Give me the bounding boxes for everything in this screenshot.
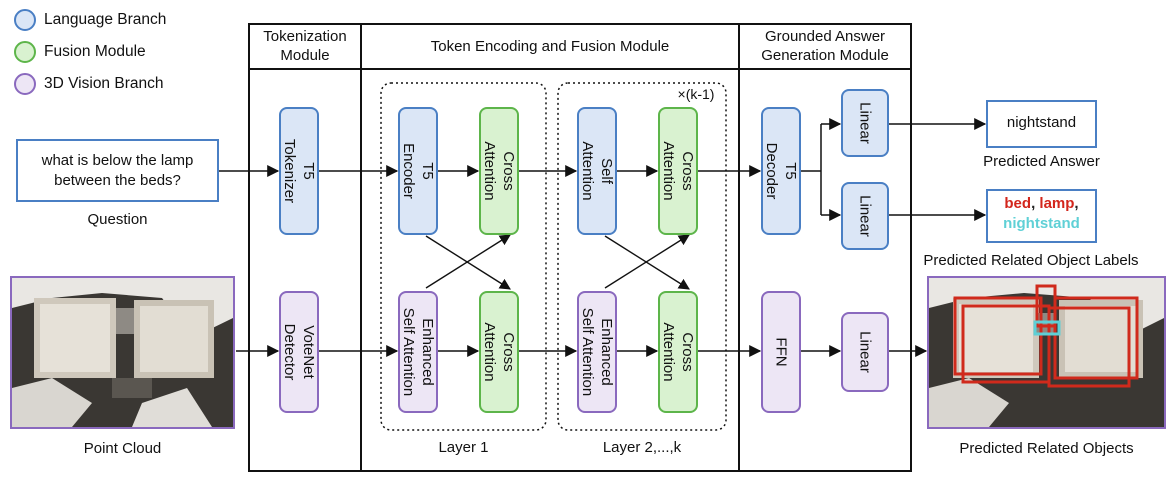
- label-nightstand: nightstand: [1003, 215, 1080, 232]
- section-answer-header: Grounded Answer Generation Module: [739, 27, 911, 65]
- answer-value: nightstand: [1006, 114, 1077, 131]
- layer1-frame: [380, 82, 547, 431]
- linear-block-labels: Linear: [841, 182, 889, 250]
- linear-block-answer: Linear: [841, 89, 889, 157]
- legend-label: Fusion Module: [44, 43, 146, 60]
- label-separator: ,: [1074, 195, 1079, 212]
- block-label: Linear: [856, 331, 874, 373]
- block-label: Linear: [856, 102, 874, 144]
- module-frame: [248, 23, 912, 472]
- block-label: FFN: [772, 337, 790, 367]
- question-box: [16, 139, 219, 202]
- section-tokenization-header: Tokenization Module: [249, 27, 361, 65]
- block-label: Enhanced: [598, 318, 615, 386]
- labels-line-2: nightstand: [987, 214, 1096, 234]
- labels-caption: Predicted Related Object Labels: [923, 252, 1139, 269]
- objects-caption: Predicted Related Objects: [959, 440, 1134, 457]
- block-label: Cross: [679, 151, 696, 191]
- layer2k-frame: [557, 82, 727, 431]
- header-line: Generation Module: [761, 47, 889, 64]
- block-label: Detector: [281, 323, 298, 381]
- header-line: Grounded Answer: [764, 28, 886, 45]
- block-label: T5: [300, 162, 317, 180]
- label-separator: ,: [1031, 195, 1040, 212]
- point-cloud-caption: Point Cloud: [83, 440, 162, 457]
- legend-label: 3D Vision Branch: [44, 75, 164, 92]
- block-label: T5: [782, 162, 799, 180]
- repeat-label: ×(k-1): [677, 86, 715, 102]
- block-label: Self Attention: [579, 307, 596, 397]
- block-label: Cross: [500, 332, 517, 372]
- block-label: Cross: [679, 332, 696, 372]
- point-cloud-scene: [12, 278, 233, 427]
- label-bed: bed: [1004, 195, 1032, 212]
- block-label: Self Attention: [400, 307, 417, 397]
- legend-item-vision: 3D Vision Branch: [14, 72, 163, 96]
- answer-caption: Predicted Answer: [983, 153, 1100, 170]
- legend-dot-purple: [14, 73, 36, 95]
- predicted-objects-scene: [929, 278, 1164, 427]
- labels-output-box: [986, 189, 1097, 243]
- predicted-objects-image: [927, 276, 1166, 429]
- header-line: Module: [280, 47, 330, 64]
- legend-label: Language Branch: [44, 11, 167, 28]
- section-encoding-header: Token Encoding and Fusion Module: [430, 38, 670, 55]
- block-label: Tokenizer: [281, 138, 298, 204]
- ffn-block: FFN: [761, 291, 801, 413]
- label-lamp: lamp: [1039, 195, 1075, 212]
- question-caption: Question: [87, 211, 148, 228]
- block-label: Enhanced: [419, 318, 436, 386]
- labels-value: bed, lamp, nightstand: [987, 194, 1096, 234]
- legend-item-fusion: Fusion Module: [14, 40, 146, 64]
- block-label: Linear: [856, 195, 874, 237]
- header-line: Tokenization: [263, 28, 347, 45]
- question-line: between the beds?: [54, 172, 181, 189]
- block-label: Self: [598, 158, 615, 184]
- block-label: VoteNet: [300, 325, 317, 379]
- labels-line-1: bed, lamp,: [987, 194, 1096, 214]
- block-label: Attention: [481, 322, 498, 382]
- linear-block-objects: Linear: [841, 312, 889, 392]
- block-label: Decoder: [763, 142, 780, 200]
- block-label: T5: [419, 162, 436, 180]
- question-text: what is below the lamp between the beds?: [17, 151, 218, 191]
- layer2k-label: Layer 2,...,k: [602, 439, 682, 456]
- block-label: Encoder: [400, 143, 417, 199]
- legend-dot-blue: [14, 9, 36, 31]
- block-label: Attention: [660, 141, 677, 201]
- block-label: Attention: [579, 141, 596, 201]
- point-cloud-image: [10, 276, 235, 429]
- question-line: what is below the lamp: [41, 152, 194, 169]
- block-label: Cross: [500, 151, 517, 191]
- legend-item-language: Language Branch: [14, 8, 166, 32]
- legend-dot-green: [14, 41, 36, 63]
- answer-output-box: [986, 100, 1097, 148]
- block-label: Attention: [481, 141, 498, 201]
- block-label: Attention: [660, 322, 677, 382]
- layer1-label: Layer 1: [438, 439, 489, 456]
